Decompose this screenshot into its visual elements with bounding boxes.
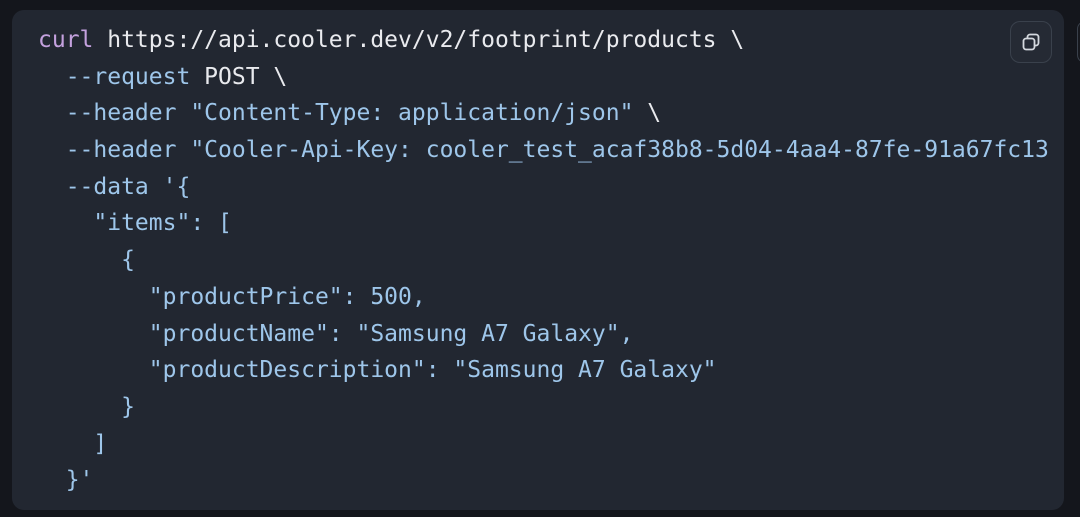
code-line: "productName": "Samsung A7 Galaxy", xyxy=(38,316,1064,353)
code-line: }' xyxy=(38,462,1064,499)
code-line: --data '{ xyxy=(38,169,1064,206)
code-token: "productPrice": 500, xyxy=(38,283,426,310)
code-snippet-panel: curl https://api.cooler.dev/v2/footprint… xyxy=(12,10,1064,510)
code-token: --request xyxy=(38,63,191,90)
code-token: --header "Cooler-Api-Key: cooler_test_ac… xyxy=(38,137,1049,164)
code-token: "items": [ xyxy=(38,210,232,237)
code-token: ] xyxy=(38,430,108,457)
code-token: https://api.cooler.dev/v2/footprint/prod… xyxy=(93,27,745,53)
code-token: \ xyxy=(633,100,662,127)
code-line: "productPrice": 500, xyxy=(38,279,1064,316)
code-line: --header "Cooler-Api-Key: cooler_test_ac… xyxy=(38,132,1064,169)
code-line: --request POST \ xyxy=(38,59,1064,96)
code-token: { xyxy=(38,247,135,274)
copy-button[interactable] xyxy=(1010,21,1052,63)
code-line: --header "Content-Type: application/json… xyxy=(38,95,1064,132)
code-token: POST \ xyxy=(190,63,288,90)
code-token: curl xyxy=(38,27,94,53)
code-line: { xyxy=(38,242,1064,279)
code-token: "productName": "Samsung A7 Galaxy", xyxy=(38,320,634,347)
code-line: } xyxy=(38,389,1064,426)
code-line: "items": [ xyxy=(38,205,1064,242)
copy-icon xyxy=(1022,33,1040,51)
code-token: } xyxy=(38,393,135,420)
code-token: }' xyxy=(38,467,94,494)
code-block: curl https://api.cooler.dev/v2/footprint… xyxy=(12,10,1064,499)
code-line: "productDescription": "Samsung A7 Galaxy… xyxy=(38,352,1064,389)
code-line: curl https://api.cooler.dev/v2/footprint… xyxy=(38,22,1064,59)
code-line: ] xyxy=(38,426,1064,463)
code-token: --data '{ xyxy=(38,173,191,200)
code-token: "productDescription": "Samsung A7 Galaxy… xyxy=(38,357,717,384)
code-token: --header "Content-Type: application/json… xyxy=(38,100,634,127)
